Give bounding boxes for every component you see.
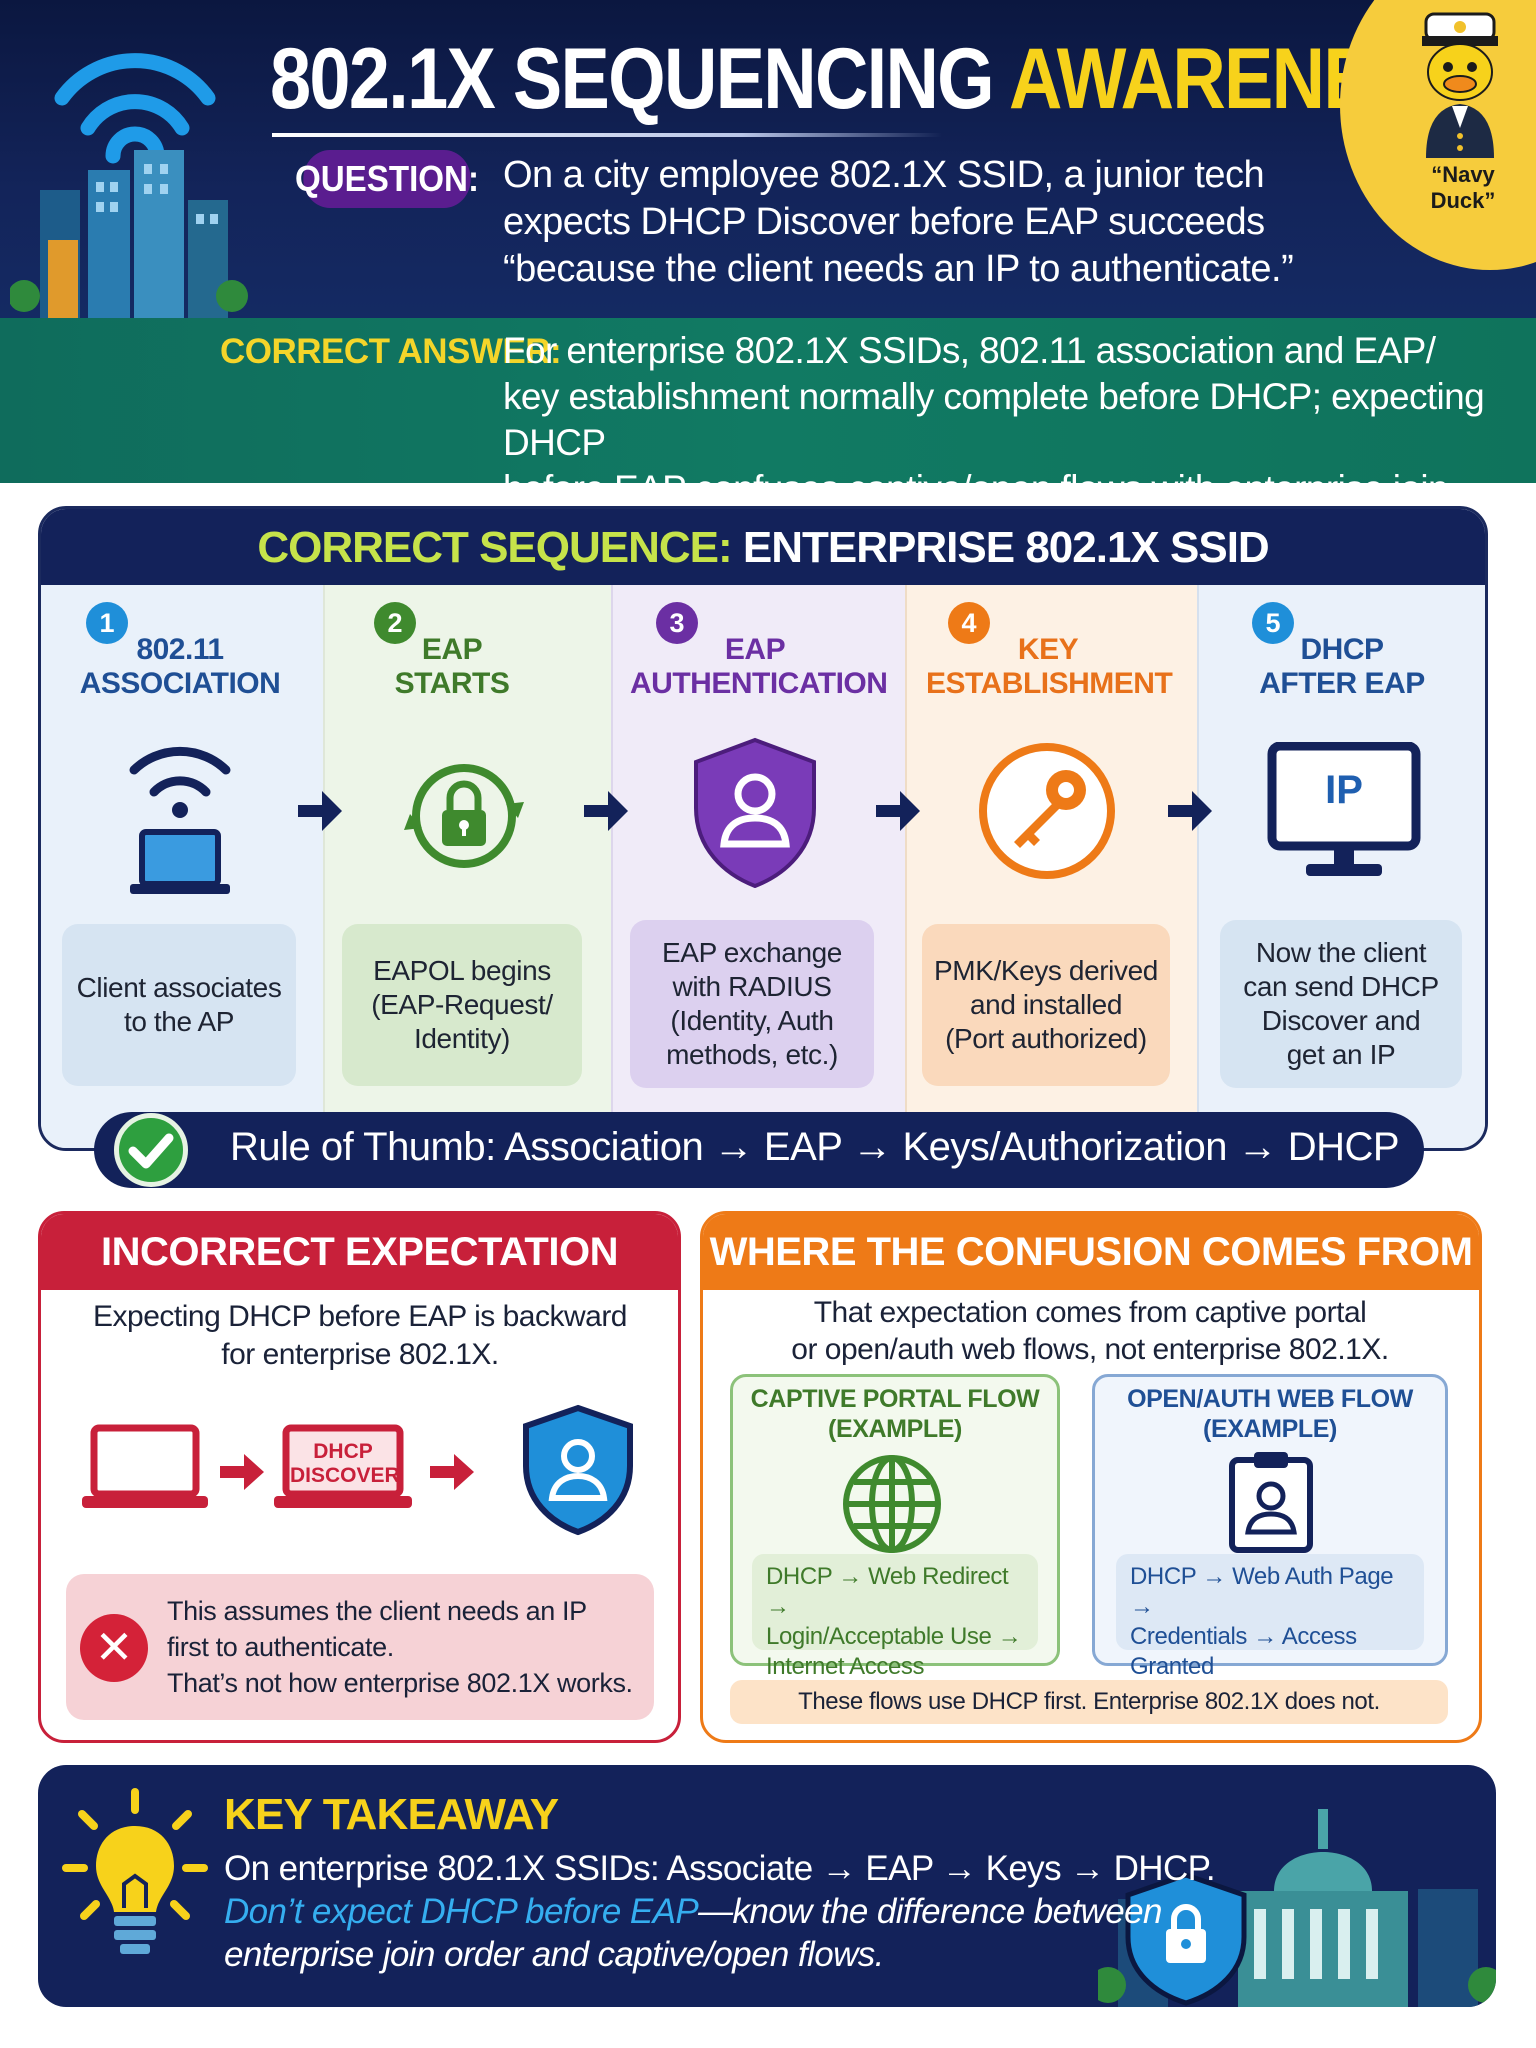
lock-cycle-icon — [404, 764, 524, 868]
confusion-heading: WHERE THE CONFUSION COMES FROM — [703, 1214, 1479, 1290]
page-title: 802.1X SEQUENCING AWARENESS — [270, 31, 1468, 127]
takeaway-line-1: On enterprise 802.1X SSIDs: Associate → … — [224, 1849, 1216, 1888]
sequence-title: CORRECT SEQUENCE: ENTERPRISE 802.1X SSID — [257, 523, 1269, 572]
user-shield-icon — [694, 737, 816, 888]
open-flow-title: OPEN/AUTH WEB FLOW(EXAMPLE) — [1127, 1385, 1413, 1443]
arrow-right-icon — [220, 1454, 264, 1490]
takeaway-line-3: enterprise join order and captive/open f… — [224, 1935, 884, 1974]
title-underline — [272, 133, 942, 137]
step-desc-2: EAPOL begins(EAP-Request/Identity) — [342, 924, 582, 1086]
x-icon: ✕ — [80, 1614, 148, 1682]
key-icon — [979, 743, 1115, 879]
header-banner: 802.1X SEQUENCING AWARENESS QUESTION: On… — [0, 0, 1536, 318]
mascot-label: “Navy Duck” — [1430, 162, 1496, 213]
step-number-4: 4 — [948, 602, 990, 644]
question-badge: QUESTION: — [295, 150, 479, 208]
answer-band — [0, 318, 1536, 483]
navy-duck-mascot-icon — [1422, 12, 1498, 158]
open-flow-steps: DHCP → Web Auth Page →Credentials → Acce… — [1116, 1554, 1424, 1680]
laptop-icon — [82, 1424, 208, 1508]
dhcp-laptop-icon — [274, 1424, 412, 1508]
answer-text: For enterprise 802.1X SSIDs, 802.11 asso… — [503, 330, 1485, 555]
step-number-2: 2 — [374, 602, 416, 644]
takeaway-line-2: Don’t expect DHCP before EAP—know the di… — [224, 1892, 1162, 1931]
monitor-ip-icon — [1267, 742, 1421, 876]
wifi-city-illustration — [10, 53, 248, 318]
globe-icon — [843, 1455, 941, 1553]
rule-of-thumb-bar — [94, 1112, 1424, 1188]
step-number-5: 5 — [1252, 602, 1294, 644]
checkmark-icon — [114, 1113, 188, 1187]
takeaway-title: KEY TAKEAWAY — [224, 1790, 559, 1839]
clipboard-user-icon — [1229, 1452, 1313, 1553]
step-number-3: 3 — [656, 602, 698, 644]
step-number-1: 1 — [86, 602, 128, 644]
wifi-laptop-icon — [129, 746, 231, 894]
sequence-header: CORRECT SEQUENCE: ENTERPRISE 802.1X SSID — [41, 509, 1485, 585]
incorrect-note — [66, 1574, 654, 1720]
captive-flow-title: CAPTIVE PORTAL FLOW(EXAMPLE) — [750, 1385, 1040, 1443]
arrow-right-icon — [430, 1454, 474, 1490]
lightbulb-icon — [62, 1788, 208, 1954]
arrow-right-icon — [584, 791, 628, 831]
confusion-body: That expectation comes from captive port… — [791, 1296, 1389, 1366]
confusion-note: These flows use DHCP first. Enterprise 8… — [730, 1680, 1448, 1724]
user-shield-icon — [523, 1404, 633, 1536]
city-hall-shield-illustration — [1098, 1809, 1496, 2007]
arrow-right-icon — [1168, 791, 1212, 831]
key-takeaway-panel — [38, 1765, 1496, 2007]
captive-flow-steps: DHCP → Web Redirect →Login/Acceptable Us… — [752, 1554, 1038, 1680]
arrow-right-icon — [876, 791, 920, 831]
answer-label: CORRECT ANSWER: — [220, 332, 562, 371]
question-text: On a city employee 802.1X SSID, a junior… — [503, 154, 1294, 290]
arrow-right-icon — [298, 791, 342, 831]
monitor-ip-label: IP — [1325, 768, 1363, 812]
incorrect-heading: INCORRECT EXPECTATION — [41, 1214, 678, 1290]
rule-of-thumb-text: Rule of Thumb: Association → EAP → Keys/… — [230, 1125, 1400, 1169]
